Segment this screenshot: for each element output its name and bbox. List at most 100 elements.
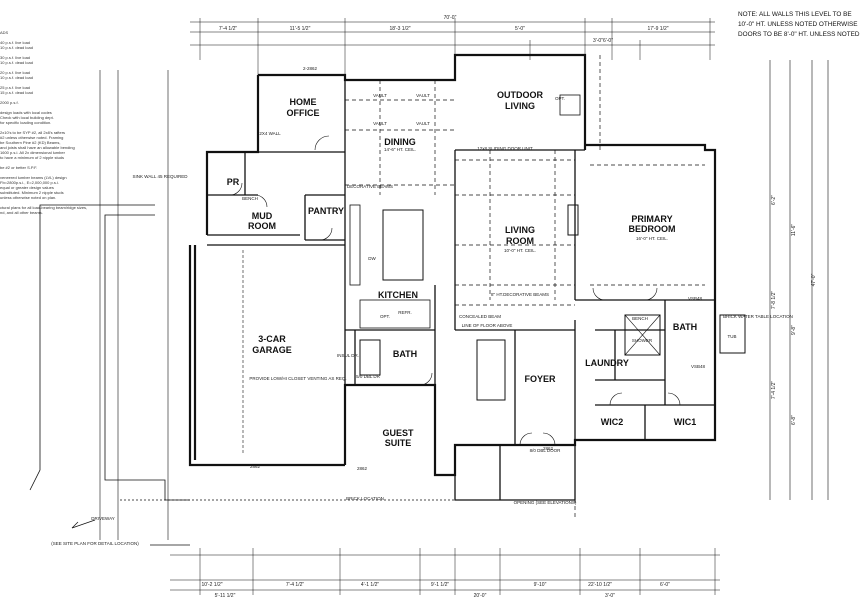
room-label: ROOM — [248, 221, 276, 231]
annotation-label: 8" HT.DECORATIVE BEAMS — [491, 292, 549, 297]
annotation-label: OPT. — [555, 96, 565, 101]
legend-line: #2 unless otherwise noted. Framing — [0, 135, 64, 140]
door-swings — [229, 135, 681, 446]
legend-line: to have a minimum of 2 nipple studs — [0, 155, 65, 160]
room-label: PRIMARY — [631, 214, 672, 224]
dimension-label: 6'-0" — [660, 582, 670, 588]
legend-line: substituted. Minimum 2 nipple studs — [0, 190, 64, 195]
room-label: PR — [227, 177, 240, 187]
annotation-label: LINE OF FLOOR ABOVE — [462, 323, 513, 328]
room-label: KITCHEN — [378, 290, 418, 300]
room-label: FOYER — [524, 374, 556, 384]
dimension-label: 6'-8" — [791, 415, 797, 425]
annotation-label: 5/0 DBL DR — [356, 374, 381, 379]
legend-line: 15 p.s.f. dead load — [0, 90, 33, 95]
room-label: BATH — [673, 322, 697, 332]
legend-line: equal or greater design values — [0, 185, 54, 190]
garage-doors — [189, 250, 244, 460]
annotation-label: 14'-6" HT. CEIL. — [384, 147, 416, 152]
driveway-outline — [29, 204, 500, 546]
legend-line: 1600 p.s.i. All 2x dimensional lumber — [0, 150, 65, 155]
legend-line: 10 p.s.f. dead load — [0, 60, 33, 65]
dimension-label: 10'-2 1/2" — [201, 582, 222, 588]
dimension-ticks — [199, 18, 716, 595]
dimension-label: 9'-1 1/2" — [431, 582, 450, 588]
legend-line: for specific loading condition. — [0, 120, 52, 125]
dimension-label: 5'-11 1/2" — [215, 593, 236, 599]
guest-tub — [359, 339, 381, 376]
annotation-label: SINK WALL 45 REQUIRED — [133, 174, 189, 179]
legend-line: 2000 p.s.f. — [0, 100, 19, 105]
dimension-label: 7'-8 1/2" — [771, 291, 777, 310]
dimension-label: 4'-1 1/2" — [361, 582, 380, 588]
room-labels: HOMEOFFICEOUTDOORLIVINGDININGPRMUDROOMPA… — [227, 90, 697, 448]
fireplace — [567, 204, 579, 236]
room-label: LAUNDRY — [585, 358, 629, 368]
legend-line: 10 p.s.f. dead load — [0, 45, 33, 50]
dimension-labels: 70'-0"7'-4 1/2"11'-5 1/2"18'-3 1/2"5'-0"… — [201, 15, 817, 599]
legend-line: be Southern Pine #2 (KD) Beams, — [0, 140, 61, 145]
bathtub — [719, 314, 746, 354]
annotation-label: TUB — [728, 334, 737, 339]
legend-line: 2x10's to be SYP #2, all 2x8's rafters — [0, 130, 66, 135]
room-label: BEDROOM — [629, 224, 676, 234]
note-line: 10'-0" HT. UNLESS NOTED OTHERWISE — [738, 21, 858, 28]
shower — [624, 314, 661, 356]
annotation-label: INSUL DR. — [337, 353, 359, 358]
annotation-label: REFR. — [398, 310, 412, 315]
note-line: DOORS TO BE 8'-0" HT. UNLESS NOTED — [738, 31, 860, 38]
room-label: 3-CAR — [258, 334, 286, 344]
annotation-label: DW — [368, 256, 376, 261]
legend-line: unless otherwise noted on plan. — [0, 195, 57, 200]
dimension-label: 7'-4 1/2" — [771, 381, 777, 400]
room-label: OUTDOOR — [497, 90, 543, 100]
kitchen-counter — [359, 299, 431, 329]
dimension-label: 6'-2" — [771, 195, 777, 205]
general-note: NOTE: ALL WALLS THIS LEVEL TO BE 10'-0" … — [738, 10, 860, 40]
kitchen-island — [382, 209, 424, 281]
room-label: DINING — [384, 137, 416, 147]
dimension-label: 47'-0" — [811, 273, 817, 286]
legend-line: nd, and all other beams. — [0, 210, 43, 215]
annotation-label: DECORATIVE BEAMS — [347, 184, 393, 189]
room-label: PANTRY — [308, 206, 344, 216]
room-label: LIVING — [505, 225, 535, 235]
legend-line: ctural plans for all load-bearing beam/r… — [0, 205, 88, 210]
annotation-label: 2862 — [543, 446, 554, 451]
annotation-label: BRICK LOCATION — [346, 496, 384, 501]
dimension-label: 70'-0" — [444, 15, 457, 21]
annotation-label: 2862 — [357, 466, 368, 471]
annotation-label: DRIVEWAY — [91, 516, 115, 521]
annotation-label: SHOWER — [632, 338, 653, 343]
annotation-label: BENCH — [632, 316, 648, 321]
outdoor-fireplace — [559, 94, 581, 116]
dimension-label: 9'-10" — [534, 582, 547, 588]
dimension-label: 5'-0" — [515, 26, 525, 32]
annotation-label: CONCEALED BEAM — [459, 314, 501, 319]
annotation-label: VAULT — [416, 93, 430, 98]
annotation-label: VAULT — [373, 93, 387, 98]
annotation-label: BENCH — [242, 196, 258, 201]
legend-line: 20 p.s.f. live load — [0, 70, 31, 75]
room-label: MUD — [252, 211, 273, 221]
annotation-label: 2-2862 — [303, 66, 318, 71]
dimension-label: 17'-9 1/2" — [647, 26, 668, 32]
annotation-label: PROVIDE LOW/HI CLOSET VENTING AS REQ. — [249, 376, 346, 381]
annotation-label: 12x8 SLIDING DOOR UNIT — [477, 146, 533, 151]
dimension-label: 3'-0" — [605, 593, 615, 599]
legend-line: 10 p.s.f. dead load — [0, 75, 33, 80]
room-label: HOME — [290, 97, 317, 107]
annotation-label: VSB48 — [688, 296, 703, 301]
annotation-label: 16'-0" HT. CEIL. — [636, 236, 668, 241]
room-label: SUITE — [385, 438, 412, 448]
legend-line: ADS — [0, 30, 9, 35]
room-label: OFFICE — [287, 108, 320, 118]
dimension-label: 7'-4 1/2" — [219, 26, 238, 32]
annotation-label: 8/0 DBL DOOR — [530, 448, 562, 453]
room-label: ROOM — [506, 236, 534, 246]
dimension-label: 18'-3 1/2" — [389, 26, 410, 32]
legend-line: and joists shall have an allowable bendi… — [0, 145, 75, 150]
